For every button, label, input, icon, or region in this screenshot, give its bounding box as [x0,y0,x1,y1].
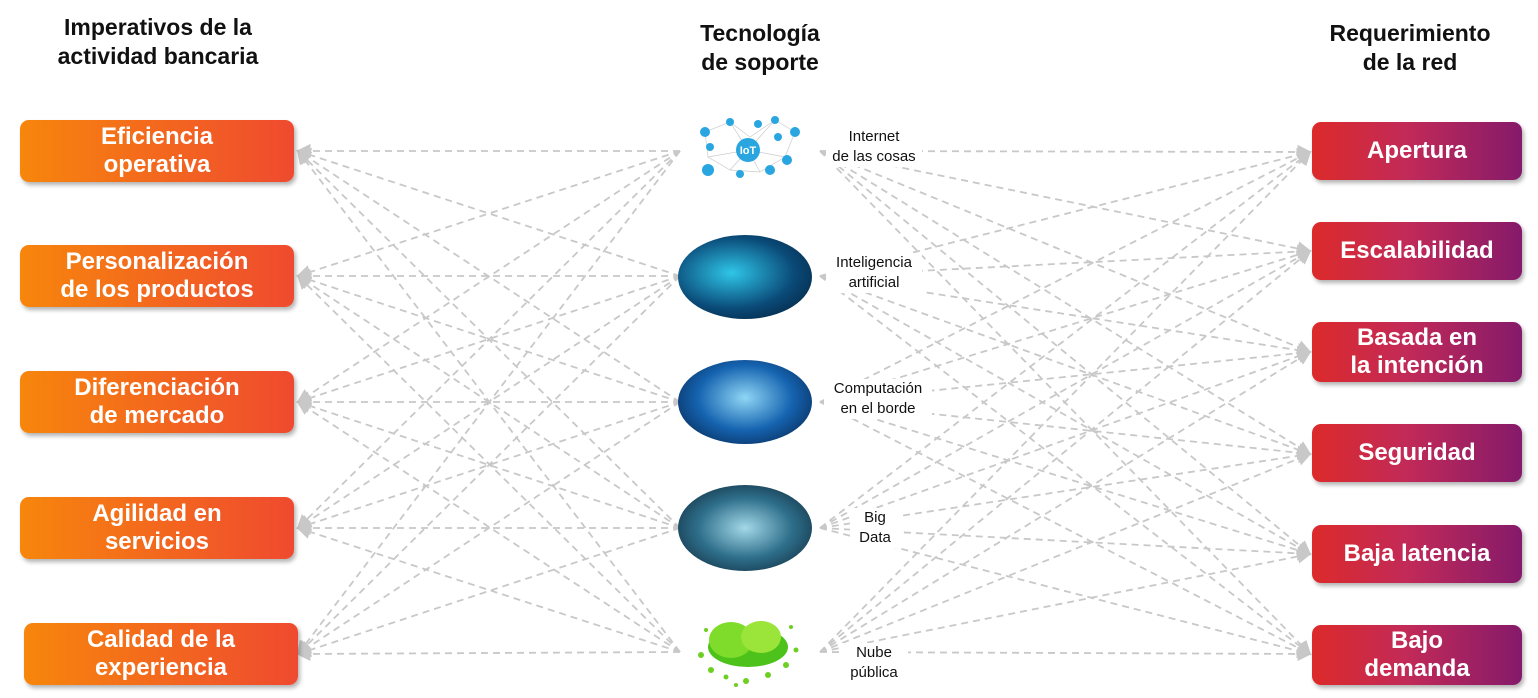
connector-tech-to-requirement [819,250,1312,529]
connector-tech-to-requirement [819,150,1312,556]
header-network: Requerimiento de la red [1329,20,1491,75]
big-data-icon [678,485,812,571]
connector-tech-to-imperative [296,274,681,653]
connector-tech-to-requirement [819,249,1312,653]
connector-tech-to-imperative [296,149,681,653]
connector-tech-to-requirement [819,275,1312,358]
connector-tech-to-requirement [819,401,1312,558]
connector-tech-to-requirement [819,527,1312,561]
requirement-box: Bajo demanda [1312,625,1522,685]
requirement-box: Baja latencia [1312,525,1522,583]
tech-label: Nube pública [840,643,908,683]
public-cloud-icon [686,615,810,690]
tech-label: Internet de las cosas [826,127,922,167]
connector-tech-to-imperative [296,646,681,662]
requirement-box: Seguridad [1312,424,1522,482]
connector-tech-to-imperative [296,150,681,403]
connector-tech-to-imperative [296,525,681,653]
iot-ecosystem-icon: IoT [690,112,810,187]
connector-tech-to-requirement [819,527,1312,658]
connector-tech-to-requirement [819,144,1312,160]
connector-tech-to-requirement [819,275,1312,457]
ai-head-icon [678,235,812,319]
connector-tech-to-requirement [819,150,1312,354]
connector-tech-to-requirement [819,452,1312,653]
connector-tech-to-imperative [296,148,681,277]
imperative-box: Agilidad en servicios [20,497,294,559]
header-imperatives: Imperativos de la actividad bancaria [57,14,259,69]
requirement-box: Escalabilidad [1312,222,1522,280]
connector-tech-to-requirement [819,349,1312,529]
connector-tech-to-imperative [296,150,681,279]
imperative-box: Calidad de la experiencia [24,623,298,685]
connector-tech-to-requirement [819,150,1312,653]
connector-tech-to-requirement [819,401,1312,460]
connector-tech-to-requirement [819,244,1312,277]
imperative-box: Personalización de los productos [20,245,294,307]
connector-tech-to-requirement [819,549,1312,653]
connector-tech-to-requirement [819,247,1312,403]
imperative-box: Diferenciación de mercado [20,371,294,433]
connector-tech-to-imperative [296,401,681,653]
connector-tech-to-requirement [819,646,1312,662]
tech-label: Big Data [850,508,900,548]
connector-tech-to-imperative [296,149,681,529]
tech-label: Computación en el borde [824,379,932,419]
connector-tech-to-imperative [296,401,681,655]
connector-tech-to-requirement [819,151,1312,403]
connector-tech-to-requirement [819,150,1312,455]
imperative-box: Eficiencia operativa [20,120,294,182]
connector-tech-to-requirement [819,150,1312,529]
requirement-box: Apertura [1312,122,1522,180]
requirement-box: Basada en la intención [1312,322,1522,382]
edge-cloud-icon [678,360,812,444]
connector-tech-to-requirement [819,401,1312,655]
tech-label: Inteligencia artificial [826,253,922,293]
connector-tech-to-requirement [819,346,1312,403]
connector-tech-to-requirement [819,448,1312,529]
header-technology: Tecnología de soporte [700,20,820,75]
svg-text:IoT: IoT [740,145,757,157]
connector-tech-to-requirement [819,275,1312,555]
